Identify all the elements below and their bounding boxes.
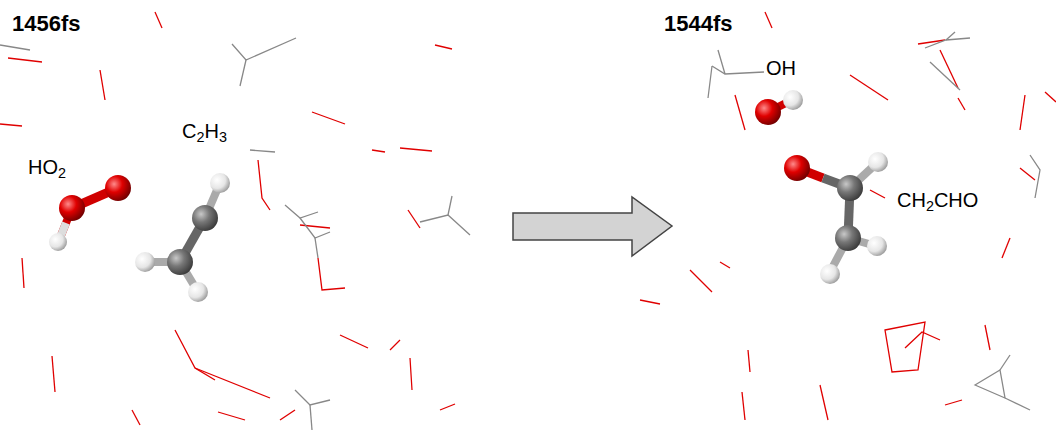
ho2-molecule	[49, 175, 131, 251]
species-label: HO2	[28, 156, 66, 178]
species-label: C2H3	[182, 120, 227, 142]
background-molecules	[0, 12, 470, 430]
time-stamp: 1456fs	[12, 12, 81, 36]
time-stamp: 1544fs	[664, 12, 733, 36]
c2h3-molecule	[135, 173, 230, 302]
species-label: CH2CHO	[897, 189, 978, 211]
background-molecules	[640, 12, 1056, 420]
oh-molecule	[755, 90, 803, 125]
ch2cho-molecule	[784, 152, 888, 284]
species-label: OH	[766, 57, 796, 79]
reaction-arrow	[513, 197, 672, 256]
